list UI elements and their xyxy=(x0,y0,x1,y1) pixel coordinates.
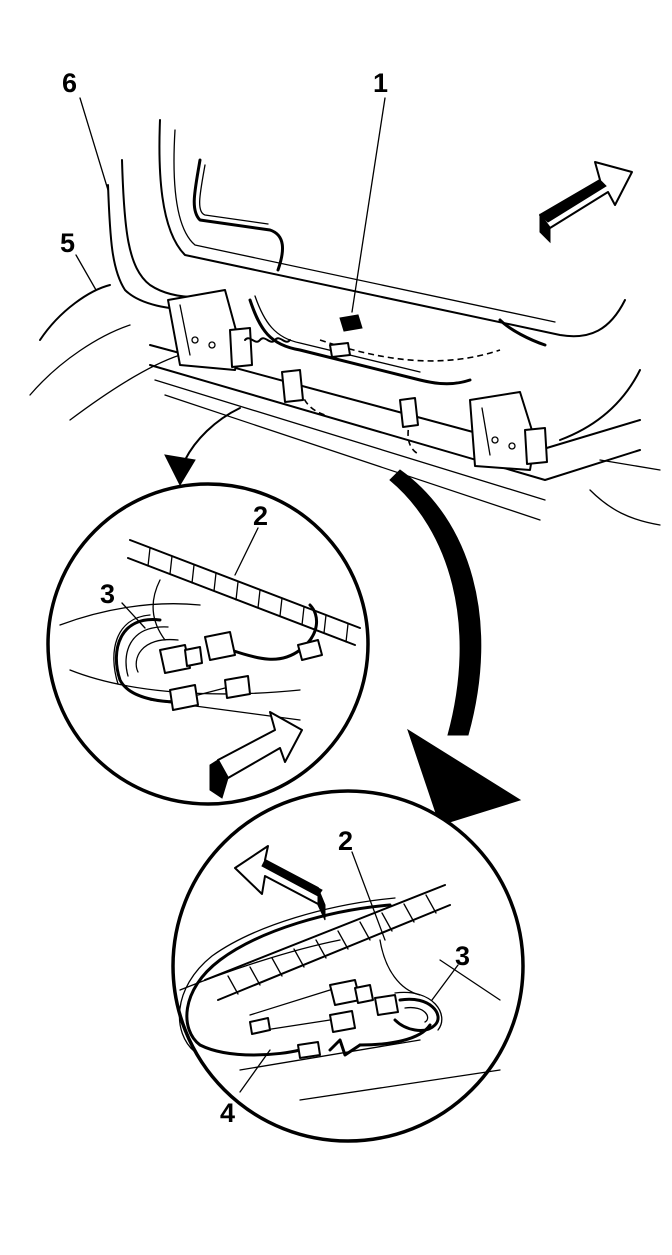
callout-2-upper: 2 xyxy=(253,501,268,531)
leader-1 xyxy=(351,97,386,313)
leader-3b xyxy=(431,964,459,1001)
body-opening-inner xyxy=(121,159,206,299)
callout-1: 1 xyxy=(373,68,388,98)
liftgate-harness xyxy=(192,158,547,456)
body-opening-edge xyxy=(107,184,201,311)
right-hinge xyxy=(469,391,548,471)
liftgate-overview xyxy=(29,97,661,526)
leader-2b xyxy=(351,851,386,941)
callout-4: 4 xyxy=(220,1098,235,1128)
direction-arrow-detail-1 xyxy=(217,711,303,779)
detail-view-lower xyxy=(171,789,525,1143)
connector-d xyxy=(224,675,251,699)
connector-f xyxy=(329,1010,356,1033)
leader-6 xyxy=(79,97,109,191)
component-1 xyxy=(339,314,363,332)
callout-2-lower: 2 xyxy=(338,826,353,856)
connector-a xyxy=(159,644,191,674)
pointer-arrow-big xyxy=(389,469,482,736)
connector-b xyxy=(204,631,236,661)
connector-c xyxy=(169,684,199,711)
liftgate-frame xyxy=(158,119,626,338)
callout-3-lower: 3 xyxy=(455,941,470,971)
harness-4 xyxy=(185,903,392,1057)
leader-5 xyxy=(75,254,97,291)
leader-2a xyxy=(234,527,259,576)
callout-5: 5 xyxy=(60,228,75,258)
leader-4 xyxy=(239,1049,271,1093)
leader-3a xyxy=(121,602,146,629)
pointer-arrow-left xyxy=(184,407,241,461)
callout-3-upper: 3 xyxy=(100,579,115,609)
left-hinge xyxy=(167,289,253,371)
detail-view-upper xyxy=(46,482,370,806)
body-lower-panel xyxy=(39,284,111,341)
callout-6: 6 xyxy=(62,68,77,98)
